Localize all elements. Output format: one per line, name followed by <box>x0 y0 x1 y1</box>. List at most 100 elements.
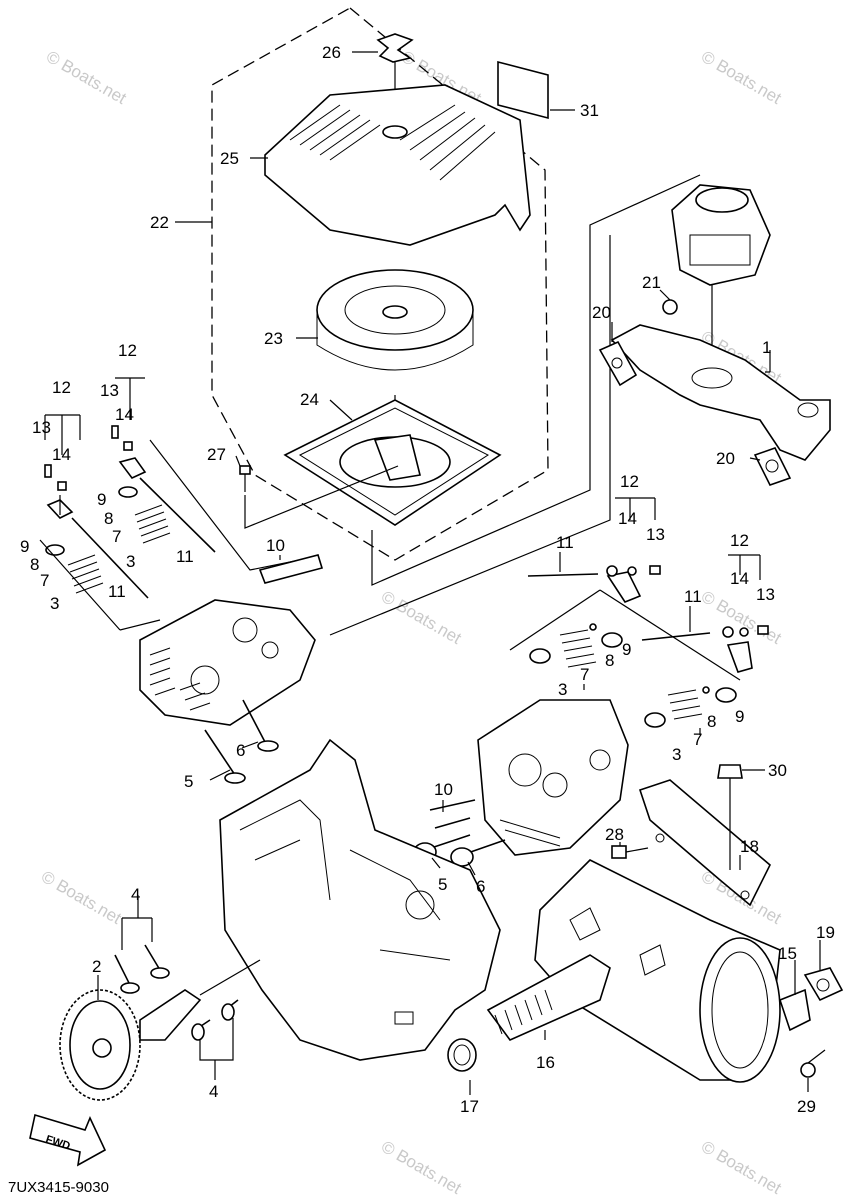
watermark: © Boats.net <box>378 1137 465 1198</box>
callout-9a: 9 <box>97 490 106 509</box>
callout-8c: 8 <box>605 651 614 670</box>
air-cleaner-cover <box>264 84 531 246</box>
callout-7a: 7 <box>112 527 121 546</box>
callout-13c: 13 <box>646 525 665 544</box>
callout-7b: 7 <box>40 571 49 590</box>
exhaust-gasket <box>803 967 844 1002</box>
callout-labels: 26 31 25 22 23 24 27 21 20 1 20 12 12 13… <box>20 43 835 1116</box>
air-filter-element <box>316 269 474 371</box>
push-rod-left <box>71 477 216 599</box>
callout-9d: 9 <box>735 707 744 726</box>
nut <box>662 299 678 315</box>
bolt <box>239 465 251 492</box>
callout-26: 26 <box>322 43 341 62</box>
push-rods-lower <box>429 799 476 829</box>
carburetor <box>671 184 771 370</box>
callout-3b: 3 <box>50 594 59 613</box>
watermark: © Boats.net <box>698 47 785 108</box>
air-cleaner-case <box>283 395 502 526</box>
intake-routing-lines <box>244 174 701 636</box>
cam-pushrod-bar-left <box>258 554 324 584</box>
callout-12a: 12 <box>118 341 137 360</box>
callout-13b: 13 <box>32 418 51 437</box>
callout-13d: 13 <box>756 585 775 604</box>
callout-8d: 8 <box>707 712 716 731</box>
callout-23: 23 <box>264 329 283 348</box>
camshaft <box>139 959 261 1041</box>
cylinder-head-left <box>139 599 316 726</box>
callout-12d: 12 <box>730 531 749 550</box>
callout-31: 31 <box>580 101 599 120</box>
callout-8b: 8 <box>30 555 39 574</box>
callout-30: 30 <box>768 761 787 780</box>
exhaust-pipe <box>779 988 811 1032</box>
cam-gear <box>59 989 141 1101</box>
callout-25: 25 <box>220 149 239 168</box>
callout-4b: 4 <box>209 1082 218 1101</box>
callout-3d: 3 <box>672 745 681 764</box>
rocker-arms-right <box>606 565 769 673</box>
gasket-lower <box>753 447 792 486</box>
callout-22: 22 <box>150 213 169 232</box>
exhaust-nut <box>800 1049 826 1078</box>
callout-20a: 20 <box>592 303 611 322</box>
callout-11a: 11 <box>176 547 194 566</box>
callout-10b: 10 <box>434 780 453 799</box>
callout-11b: 11 <box>108 582 126 601</box>
callout-7c: 7 <box>580 665 589 684</box>
diagram-code: 7UX3415-9030 <box>8 1179 109 1196</box>
callout-5a: 5 <box>184 772 193 791</box>
watermark: © Boats.net <box>43 47 130 108</box>
callout-3c: 3 <box>558 680 567 699</box>
watermark: © Boats.net <box>38 867 125 928</box>
forward-arrow-icon: FWD <box>29 1113 107 1167</box>
air-cleaner-group-outline <box>175 7 549 561</box>
clamp <box>447 1038 477 1072</box>
callout-19: 19 <box>816 923 835 942</box>
callout-3a: 3 <box>126 552 135 571</box>
decal <box>497 60 549 120</box>
right-group-brackets <box>509 497 761 681</box>
callout-9c: 9 <box>622 640 631 659</box>
callout-2: 2 <box>92 957 101 976</box>
callout-9b: 9 <box>20 537 29 556</box>
valve-springs-right <box>529 623 737 728</box>
callout-12c: 12 <box>620 472 639 491</box>
valve-spring-left <box>45 486 171 594</box>
valve-intake-left <box>204 699 279 784</box>
callout-14b: 14 <box>52 445 71 464</box>
gasket-upper <box>598 340 638 387</box>
callout-7d: 7 <box>693 730 702 749</box>
callout-14a: 14 <box>115 405 134 424</box>
callout-12b: 12 <box>52 378 71 397</box>
callout-10a: 10 <box>266 536 285 555</box>
watermark: © Boats.net <box>378 587 465 648</box>
muffler-bracket <box>638 779 771 907</box>
callout-17: 17 <box>460 1097 479 1116</box>
push-rods-right <box>527 573 711 641</box>
watermark: © Boats.net <box>698 1137 785 1198</box>
crankcase <box>219 738 501 1061</box>
callout-14c: 14 <box>618 509 637 528</box>
muffler-screw <box>611 845 649 859</box>
intake-manifold <box>610 324 831 461</box>
callout-24: 24 <box>300 390 319 409</box>
tappets <box>114 944 239 1041</box>
rocker-arm-assembly-left <box>44 425 147 519</box>
callout-13a: 13 <box>100 381 119 400</box>
callout-20b: 20 <box>716 449 735 468</box>
callout-8a: 8 <box>104 509 113 528</box>
brackets-4 <box>121 895 234 1080</box>
cylinder-head-right <box>477 699 629 856</box>
callout-11d: 11 <box>684 587 702 606</box>
callout-27: 27 <box>207 445 226 464</box>
callout-4a: 4 <box>131 885 140 904</box>
callout-21: 21 <box>642 273 661 292</box>
callout-leaders <box>97 51 821 1095</box>
callout-28: 28 <box>605 825 624 844</box>
callout-15: 15 <box>778 944 797 963</box>
callout-29: 29 <box>797 1097 816 1116</box>
spark-arrester <box>486 954 611 1041</box>
callout-11c: 11 <box>556 533 574 552</box>
